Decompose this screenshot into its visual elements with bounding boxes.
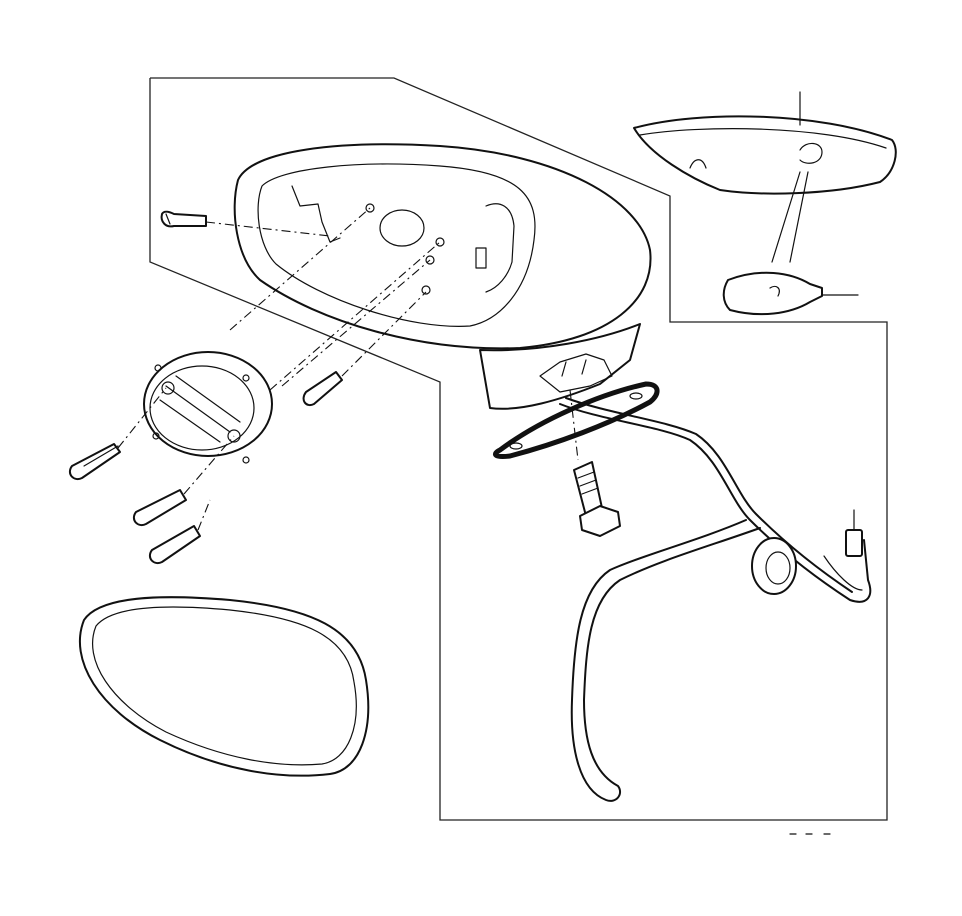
long-screw-1[interactable] — [68, 443, 121, 480]
mounting-bolt[interactable] — [573, 461, 621, 537]
mirror-housing[interactable] — [233, 143, 652, 410]
actuator-motor[interactable] — [143, 351, 273, 464]
puddle-lamp-lens[interactable] — [633, 91, 897, 195]
lamp-bulb[interactable] — [722, 171, 859, 316]
connector[interactable] — [845, 509, 863, 557]
mirror-glass[interactable] — [79, 596, 370, 777]
assembly-guide-lines — [117, 207, 579, 531]
long-screw-2[interactable] — [132, 489, 187, 526]
long-screw-3[interactable] — [148, 525, 201, 564]
short-screw-middle[interactable] — [302, 371, 343, 406]
short-screw-top[interactable] — [160, 210, 207, 228]
wiring-harness[interactable] — [559, 397, 872, 802]
cable-grommet[interactable] — [751, 537, 797, 595]
diagram-frame — [149, 77, 888, 821]
mounting-gasket[interactable] — [492, 381, 660, 459]
